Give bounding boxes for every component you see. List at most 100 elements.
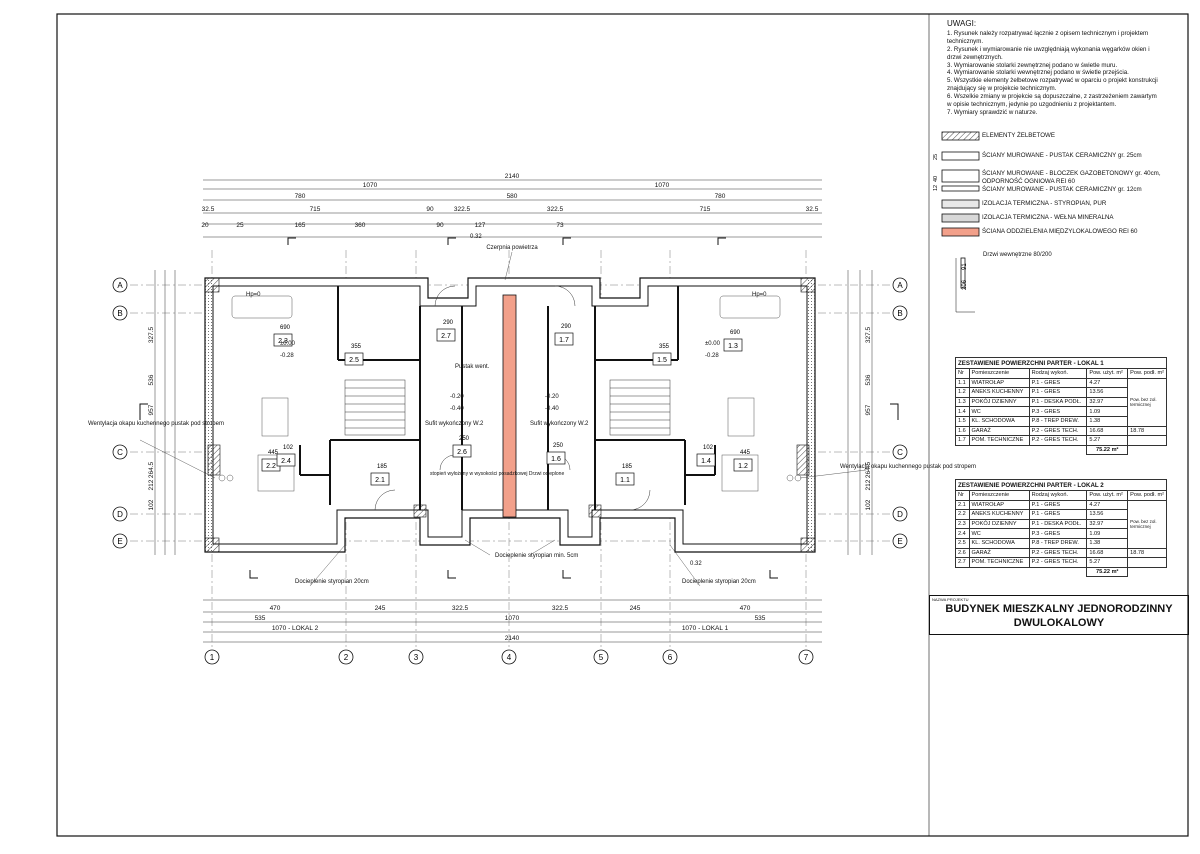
dimension-text: 90 (426, 206, 434, 213)
room-tag-box (723, 338, 743, 352)
dimension-text: 212 (865, 479, 872, 490)
table-header: Nr (955, 490, 970, 501)
dimension-text: 212 (148, 479, 155, 490)
axis-bubble (204, 649, 220, 665)
legend-label: ŚCIANY MUROWANE - PUSTAK CERAMICZNY gr. … (982, 152, 1142, 159)
room-tag-box (554, 332, 574, 346)
room-number: 1.5 (657, 357, 667, 364)
furniture (218, 295, 802, 492)
table-header: Pow. użyt. m² (1086, 490, 1129, 501)
room-dimension: 445 (268, 450, 279, 456)
table-title: ZESTAWIENIE POWIERZCHNI PARTER - LOKAL 1 (955, 357, 1167, 369)
door-legend-symbol (955, 257, 975, 313)
legend-label: IZOLACJA TERMICZNA - WEŁNA MINERALNA (982, 214, 1114, 221)
axis-bubble (892, 506, 908, 522)
annotation-air-intake: Czerpnia powietrza (486, 245, 538, 251)
room-number: 1.3 (728, 343, 738, 350)
room-dimension: 690 (730, 330, 741, 336)
room-number: 2.5 (349, 357, 359, 364)
axis-bubble (338, 649, 354, 665)
room-tags: 2.36902.53552.72902.24452.41022.11852.62… (261, 320, 753, 486)
project-title-box: NAZWA PROJEKTU BUDYNEK MIESZKALNY JEDNOR… (929, 595, 1189, 635)
dimension-text: 1070 - LOKAL 2 (272, 625, 319, 632)
axis-bubble (798, 649, 814, 665)
room-number: 1.1 (620, 477, 630, 484)
wall-insulation-right (807, 278, 815, 552)
note-item: 4. Wymiarowanie stolarki wewnętrznej pod… (947, 69, 1129, 77)
annotation-ceiling-right: Sufit wykończony W.2 (530, 421, 589, 427)
level-low-left: -0.28 (280, 353, 294, 359)
level-mid2-right: -0.40 (545, 406, 559, 412)
axis-bubble (112, 305, 128, 321)
room-dimension: 355 (351, 344, 362, 350)
room-tag-box (452, 444, 472, 458)
notes-block: UWAGI: 1. Rysunek należy rozpatrywać łąc… (947, 20, 1162, 117)
axis-label: D (117, 510, 123, 519)
axis-label: 5 (599, 653, 604, 662)
room-dimension: 250 (553, 443, 564, 449)
axis-label: 1 (210, 653, 215, 662)
room-tag-box (546, 451, 566, 465)
dimension-text: 322.5 (552, 605, 569, 612)
door-legend-h: 206 (962, 279, 968, 290)
annotation-vent-right: Wentylacja okapu kuchennego pustak pod s… (840, 464, 976, 470)
dimension-text: 957 (148, 404, 155, 415)
table-header: Nr (955, 368, 970, 379)
axis-label: C (897, 448, 903, 457)
axis-bubble (662, 649, 678, 665)
annotation-pustak: Pustak went. (455, 364, 490, 370)
dimension-text: 470 (740, 605, 751, 612)
top-dimensions (203, 179, 822, 238)
note-item: 1. Rysunek należy rozpatrywać łącznie z … (947, 29, 1149, 45)
dimension-text: 102 (865, 499, 872, 510)
dimension-text: 32.5 (202, 206, 215, 213)
hp-left: Hp=0 (246, 292, 261, 298)
room-tag-box (276, 453, 296, 467)
dimension-text: 32.5 (806, 206, 819, 213)
note-item: 3. Wymiarowanie stolarki zewnętrznej pod… (947, 61, 1118, 69)
wall-insulation-left (205, 278, 213, 552)
vent-right: 0.32 (690, 561, 702, 567)
axis-label: 4 (507, 653, 512, 662)
room-number: 2.7 (441, 333, 451, 340)
annotation-insulation-right: Docieplenie styropian 20cm (682, 579, 756, 585)
project-label: NAZWA PROJEKTU (932, 597, 969, 602)
room-tag-box (733, 458, 753, 472)
axis-bubble (501, 649, 517, 665)
room-number: 2.3 (278, 338, 288, 345)
dim-overall-bottom: 2140 (505, 635, 520, 642)
axis-bubble (892, 533, 908, 549)
room-number: 1.6 (551, 456, 561, 463)
room-dimension: 290 (443, 320, 454, 326)
axis-bubble (112, 444, 128, 460)
room-dimension: 102 (703, 445, 714, 451)
axis-bubble (593, 649, 609, 665)
room-tag-box (344, 352, 364, 366)
axis-bubble (408, 649, 424, 665)
stairs (344, 379, 671, 436)
dimension-text: 245 (630, 605, 641, 612)
level-mid-right: -0.20 (545, 394, 559, 400)
axis-label: B (897, 309, 902, 318)
dimension-text: 127 (475, 222, 486, 229)
dimension-text: 360 (355, 222, 366, 229)
side-dimensions (154, 270, 873, 555)
axis-label: 6 (668, 653, 673, 662)
dimension-text: 264.5 (148, 461, 155, 478)
table-header: Pow. podł. m² (1127, 490, 1167, 501)
legend-swatch (941, 199, 980, 209)
room-number: 2.4 (281, 458, 291, 465)
dimension-text: 90 (436, 222, 444, 229)
legend-thickness: 40 (933, 176, 939, 182)
bottom-dimensions (203, 599, 822, 643)
room-number: 2.2 (266, 463, 276, 470)
dimension-text: 327.5 (148, 326, 155, 343)
leader-lines (139, 251, 867, 587)
dimension-text: 1070 (655, 182, 670, 189)
